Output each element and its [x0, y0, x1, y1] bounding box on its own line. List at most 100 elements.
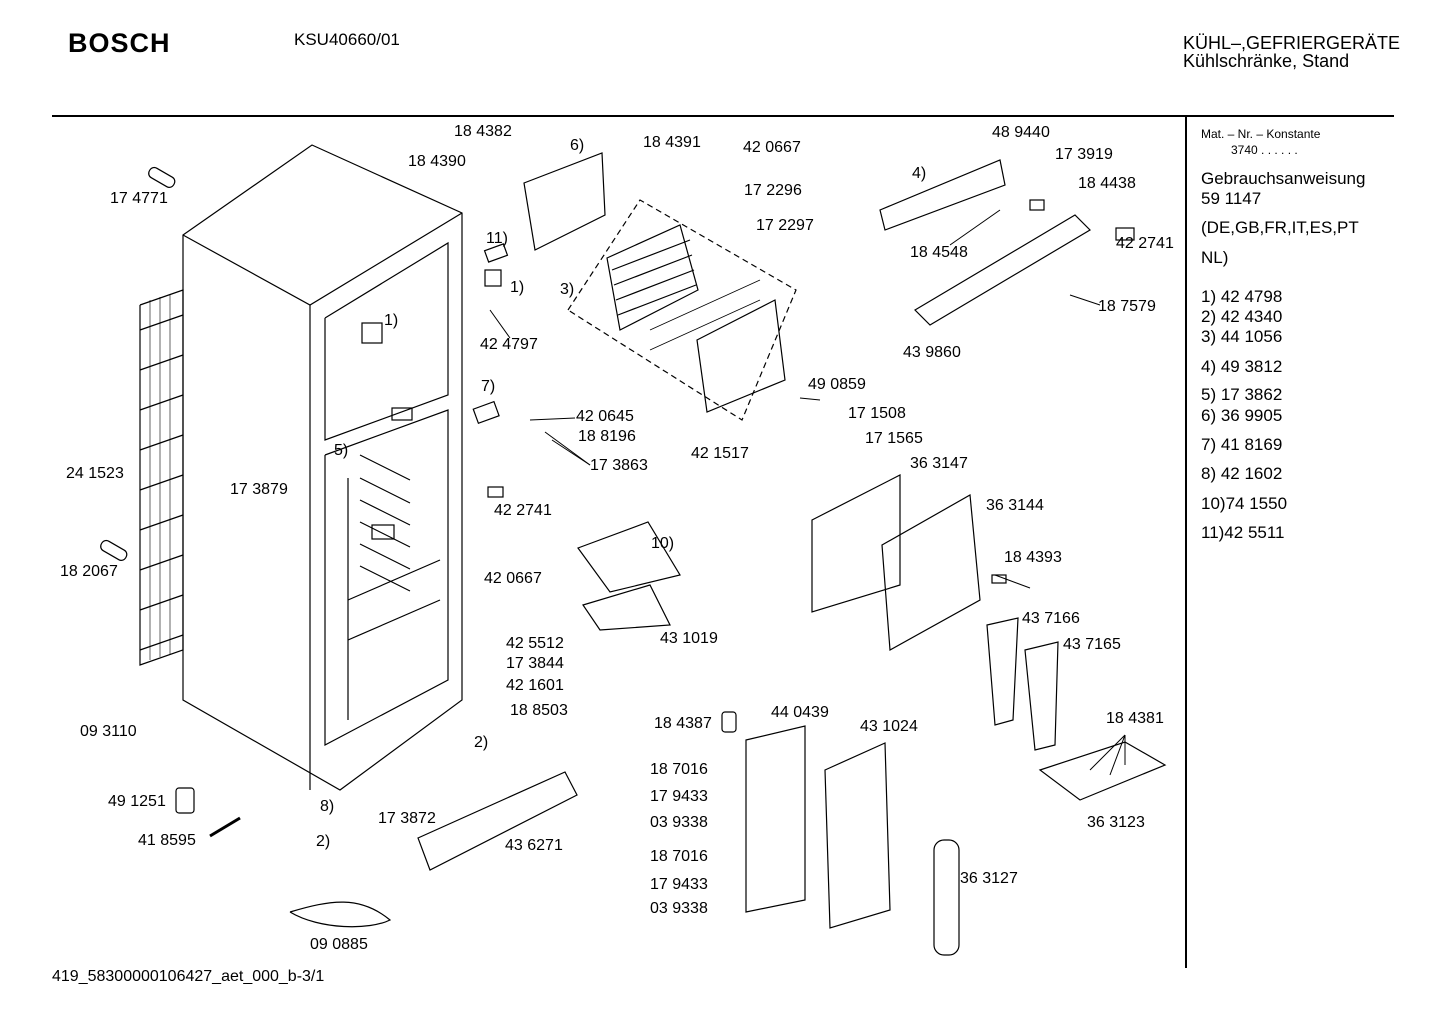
part-number-label: 1)	[510, 279, 525, 296]
side-strip-parts	[986, 617, 1167, 801]
part-number-label: 42 2741	[1116, 235, 1174, 252]
part-number-label: 18 7016	[650, 761, 708, 778]
part-number-label: 17 2296	[744, 182, 802, 199]
part-number-label: 42 0667	[484, 570, 542, 587]
part-number-label: 17 3844	[506, 655, 564, 672]
part-number-label: 17 2297	[756, 217, 814, 234]
fridge-cabinet	[182, 144, 463, 791]
ref-item: 10)74 1550	[1201, 494, 1288, 513]
part-number-label: 42 0667	[743, 139, 801, 156]
door-shelf-holders	[577, 521, 681, 631]
part-number-label: 36 3147	[910, 455, 968, 472]
manual-number: 59 1147	[1201, 189, 1262, 208]
part-number-label: 17 3872	[378, 810, 436, 827]
ref-item: 6) 36 9905	[1201, 406, 1283, 425]
small-parts	[100, 166, 1135, 838]
mat-number-label: Mat. – Nr. – Konstante	[1201, 127, 1321, 141]
part-number-label: 17 1508	[848, 405, 906, 422]
part-number-label: 18 8196	[578, 428, 636, 445]
part-number-label: 42 0645	[576, 408, 634, 425]
part-number-label: 1)	[384, 312, 399, 329]
part-number-label: 03 9338	[650, 814, 708, 831]
part-number-label: 09 3110	[80, 723, 137, 740]
part-number-label: 18 2067	[60, 563, 118, 580]
part-number-label: 48 9440	[992, 124, 1050, 141]
ref-item: 8) 42 1602	[1201, 464, 1283, 483]
part-number-label: 43 6271	[505, 837, 563, 854]
ref-item: 3) 44 1056	[1201, 327, 1283, 346]
part-number-label: 43 7165	[1063, 636, 1121, 653]
evaporator-assembly	[567, 199, 797, 421]
part-number-label: 2)	[316, 833, 331, 850]
category-subtitle: Kühlschränke, Stand	[1183, 51, 1350, 71]
document-footer-code: 419_58300000106427_aet_000_b-3/1	[52, 968, 325, 985]
part-number-label: 18 7016	[650, 848, 708, 865]
part-number-label: 36 3123	[1087, 814, 1145, 831]
part-number-label: 17 9433	[650, 788, 708, 805]
part-number-label: 18 8503	[510, 702, 568, 719]
ref-item: 5) 17 3862	[1201, 385, 1283, 404]
power-cord	[289, 901, 392, 928]
condenser-grid	[139, 289, 184, 666]
part-number-label: 18 7579	[1098, 298, 1156, 315]
part-number-label: 8)	[320, 798, 335, 815]
part-number-label: 42 2741	[494, 502, 552, 519]
part-number-label: 3)	[560, 281, 575, 298]
part-number-label: 42 1517	[691, 445, 749, 462]
part-number-label: 44 0439	[771, 704, 829, 721]
part-number-label: 43 9860	[903, 344, 961, 361]
part-number-label: 10)	[651, 535, 675, 552]
ref-item: 4) 49 3812	[1201, 357, 1283, 376]
part-number-label: 09 0885	[310, 936, 368, 953]
part-number-label: 43 1019	[660, 630, 718, 647]
sidebar-divider	[1185, 116, 1187, 968]
top-cover-part	[523, 152, 606, 251]
part-number-label: 42 4797	[480, 336, 538, 353]
part-number-label: 36 3127	[960, 870, 1018, 887]
part-number-label: 4)	[912, 165, 927, 182]
base-panel	[417, 771, 578, 871]
part-number-label: 7)	[481, 378, 496, 395]
part-number-label: 18 4387	[654, 715, 712, 732]
part-number-label: 18 4381	[1106, 710, 1164, 727]
part-number-label: 18 4382	[454, 123, 512, 140]
part-number-label: 42 5512	[506, 635, 564, 652]
part-number-label: 17 3879	[230, 481, 288, 498]
part-number-label: 18 4393	[1004, 549, 1062, 566]
part-number-label: 24 1523	[66, 465, 124, 482]
part-number-label: 17 3863	[590, 457, 648, 474]
ref-item: 7) 41 8169	[1201, 435, 1283, 454]
languages-line1: (DE,GB,FR,IT,ES,PT	[1201, 218, 1359, 237]
door-liner-parts	[745, 725, 960, 956]
ref-item: 11)42 5511	[1201, 523, 1285, 542]
model-number: KSU40660/01	[294, 30, 400, 49]
part-number-label: 18 4548	[910, 244, 968, 261]
part-number-label: 17 4771	[110, 190, 168, 207]
part-number-label: 18 4390	[408, 153, 466, 170]
brand-logo: BOSCH	[68, 28, 171, 58]
control-panel	[879, 159, 1091, 326]
ref-item: 2) 42 4340	[1201, 307, 1283, 326]
part-number-label: 2)	[474, 734, 489, 751]
part-number-label: 43 7166	[1022, 610, 1080, 627]
part-number-label: 42 1601	[506, 677, 564, 694]
part-number-label: 49 0859	[808, 376, 866, 393]
part-number-label: 6)	[570, 137, 585, 154]
part-number-label: 5)	[334, 442, 349, 459]
part-number-label: 17 1565	[865, 430, 923, 447]
part-number-label: 17 9433	[650, 876, 708, 893]
part-number-label: 17 3919	[1055, 146, 1113, 163]
part-number-label: 41 8595	[138, 832, 196, 849]
part-number-label: 43 1024	[860, 718, 918, 735]
leader-lines	[489, 209, 1126, 776]
part-number-label: 18 4438	[1078, 175, 1136, 192]
manual-label: Gebrauchsanweisung	[1201, 169, 1366, 188]
part-number-label: 18 4391	[643, 134, 701, 151]
part-number-label: 49 1251	[108, 793, 166, 810]
mat-number-value: 3740 . . . . . .	[1231, 143, 1298, 157]
freezer-flap-parts	[811, 474, 981, 651]
category-title: KÜHL–,GEFRIERGERÄTE	[1183, 33, 1401, 53]
part-number-label: 03 9338	[650, 900, 708, 917]
ref-item: 1) 42 4798	[1201, 287, 1283, 306]
